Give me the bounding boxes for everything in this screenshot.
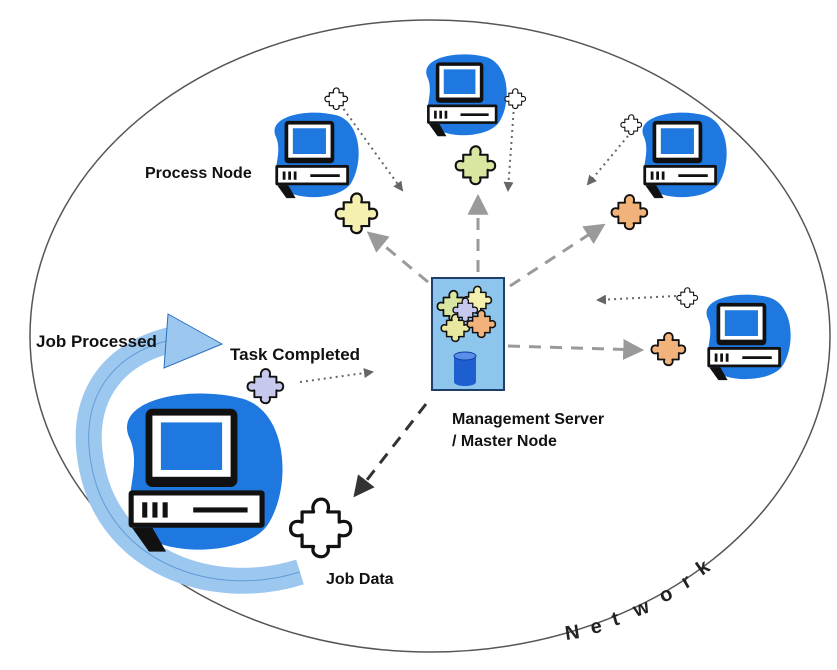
arrow-server-to-right [507,338,645,360]
label-master-node: / Master Node [452,433,557,450]
job-processed-arrowhead [163,313,224,369]
job-processed-arc-outline [88,339,301,582]
process-node-top [426,54,507,137]
database-icon [453,351,477,386]
label-task-completed: Task Completed [230,345,360,364]
dotted-arrow-top [503,105,515,192]
arrow-server-to-job-data [353,403,428,498]
label-management-server: Management Server [452,411,604,428]
local-computer [127,393,283,552]
label-job-processed: Job Processed [36,332,157,351]
svg-text:N: N [564,621,583,645]
label-process-node: Process Node [145,165,252,182]
dotted-arrow-task-completed [299,368,374,383]
label-job-data: Job Data [326,571,394,588]
svg-text:e: e [588,615,605,639]
dotted-arrow-right [596,294,677,305]
dotted-arrow-top-right [586,135,629,186]
process-node-right [706,294,791,381]
arrow-server-to-top-right [509,223,606,288]
process-node-top-right [642,112,727,199]
management-server [431,277,505,391]
process-node-top-left [274,112,359,199]
